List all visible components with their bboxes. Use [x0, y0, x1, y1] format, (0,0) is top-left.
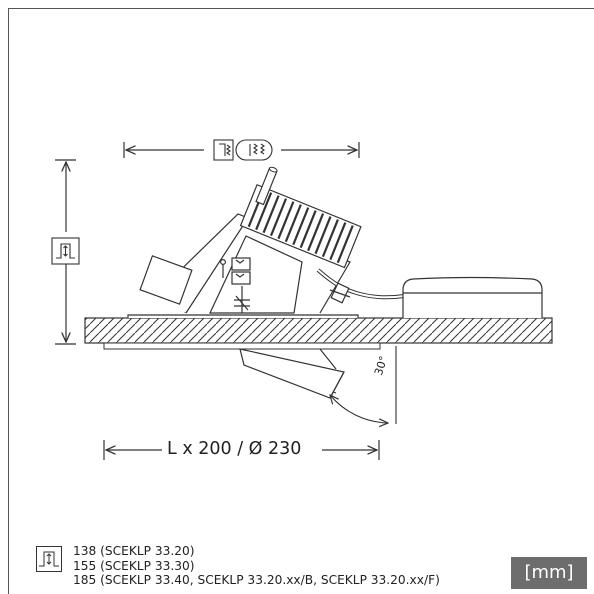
main-dimension-line	[103, 440, 380, 460]
tilted-lamp	[239, 348, 345, 399]
tilt-angle-arc	[330, 346, 397, 424]
driver-box	[402, 276, 543, 318]
cable	[316, 268, 405, 300]
top-rod	[255, 166, 278, 206]
mounting-ring	[103, 342, 381, 350]
ceiling-slab	[84, 317, 553, 344]
legend-line-3: 185 (SCEKLP 33.40, SCEKLP 33.20.xx/B, SC…	[73, 573, 440, 587]
legend-line-1: 138 (SCEKLP 33.20)	[73, 544, 195, 558]
unit-badge: [mm]	[511, 557, 587, 589]
legend-height-icon	[36, 546, 62, 572]
main-dimension-label: L x 200 / Ø 230	[163, 439, 306, 459]
cutout-diameter-icon	[235, 139, 273, 161]
drawing-frame	[8, 8, 594, 594]
legend-line-2: 155 (SCEKLP 33.30)	[73, 558, 195, 573]
heat-sink	[239, 183, 362, 269]
height-icon	[51, 237, 80, 265]
luminaire-housing	[127, 213, 359, 318]
cutout-depth-icon	[213, 139, 234, 161]
cable-clamp	[329, 282, 351, 304]
top-dimension	[123, 142, 360, 158]
height-dimension	[55, 159, 76, 345]
